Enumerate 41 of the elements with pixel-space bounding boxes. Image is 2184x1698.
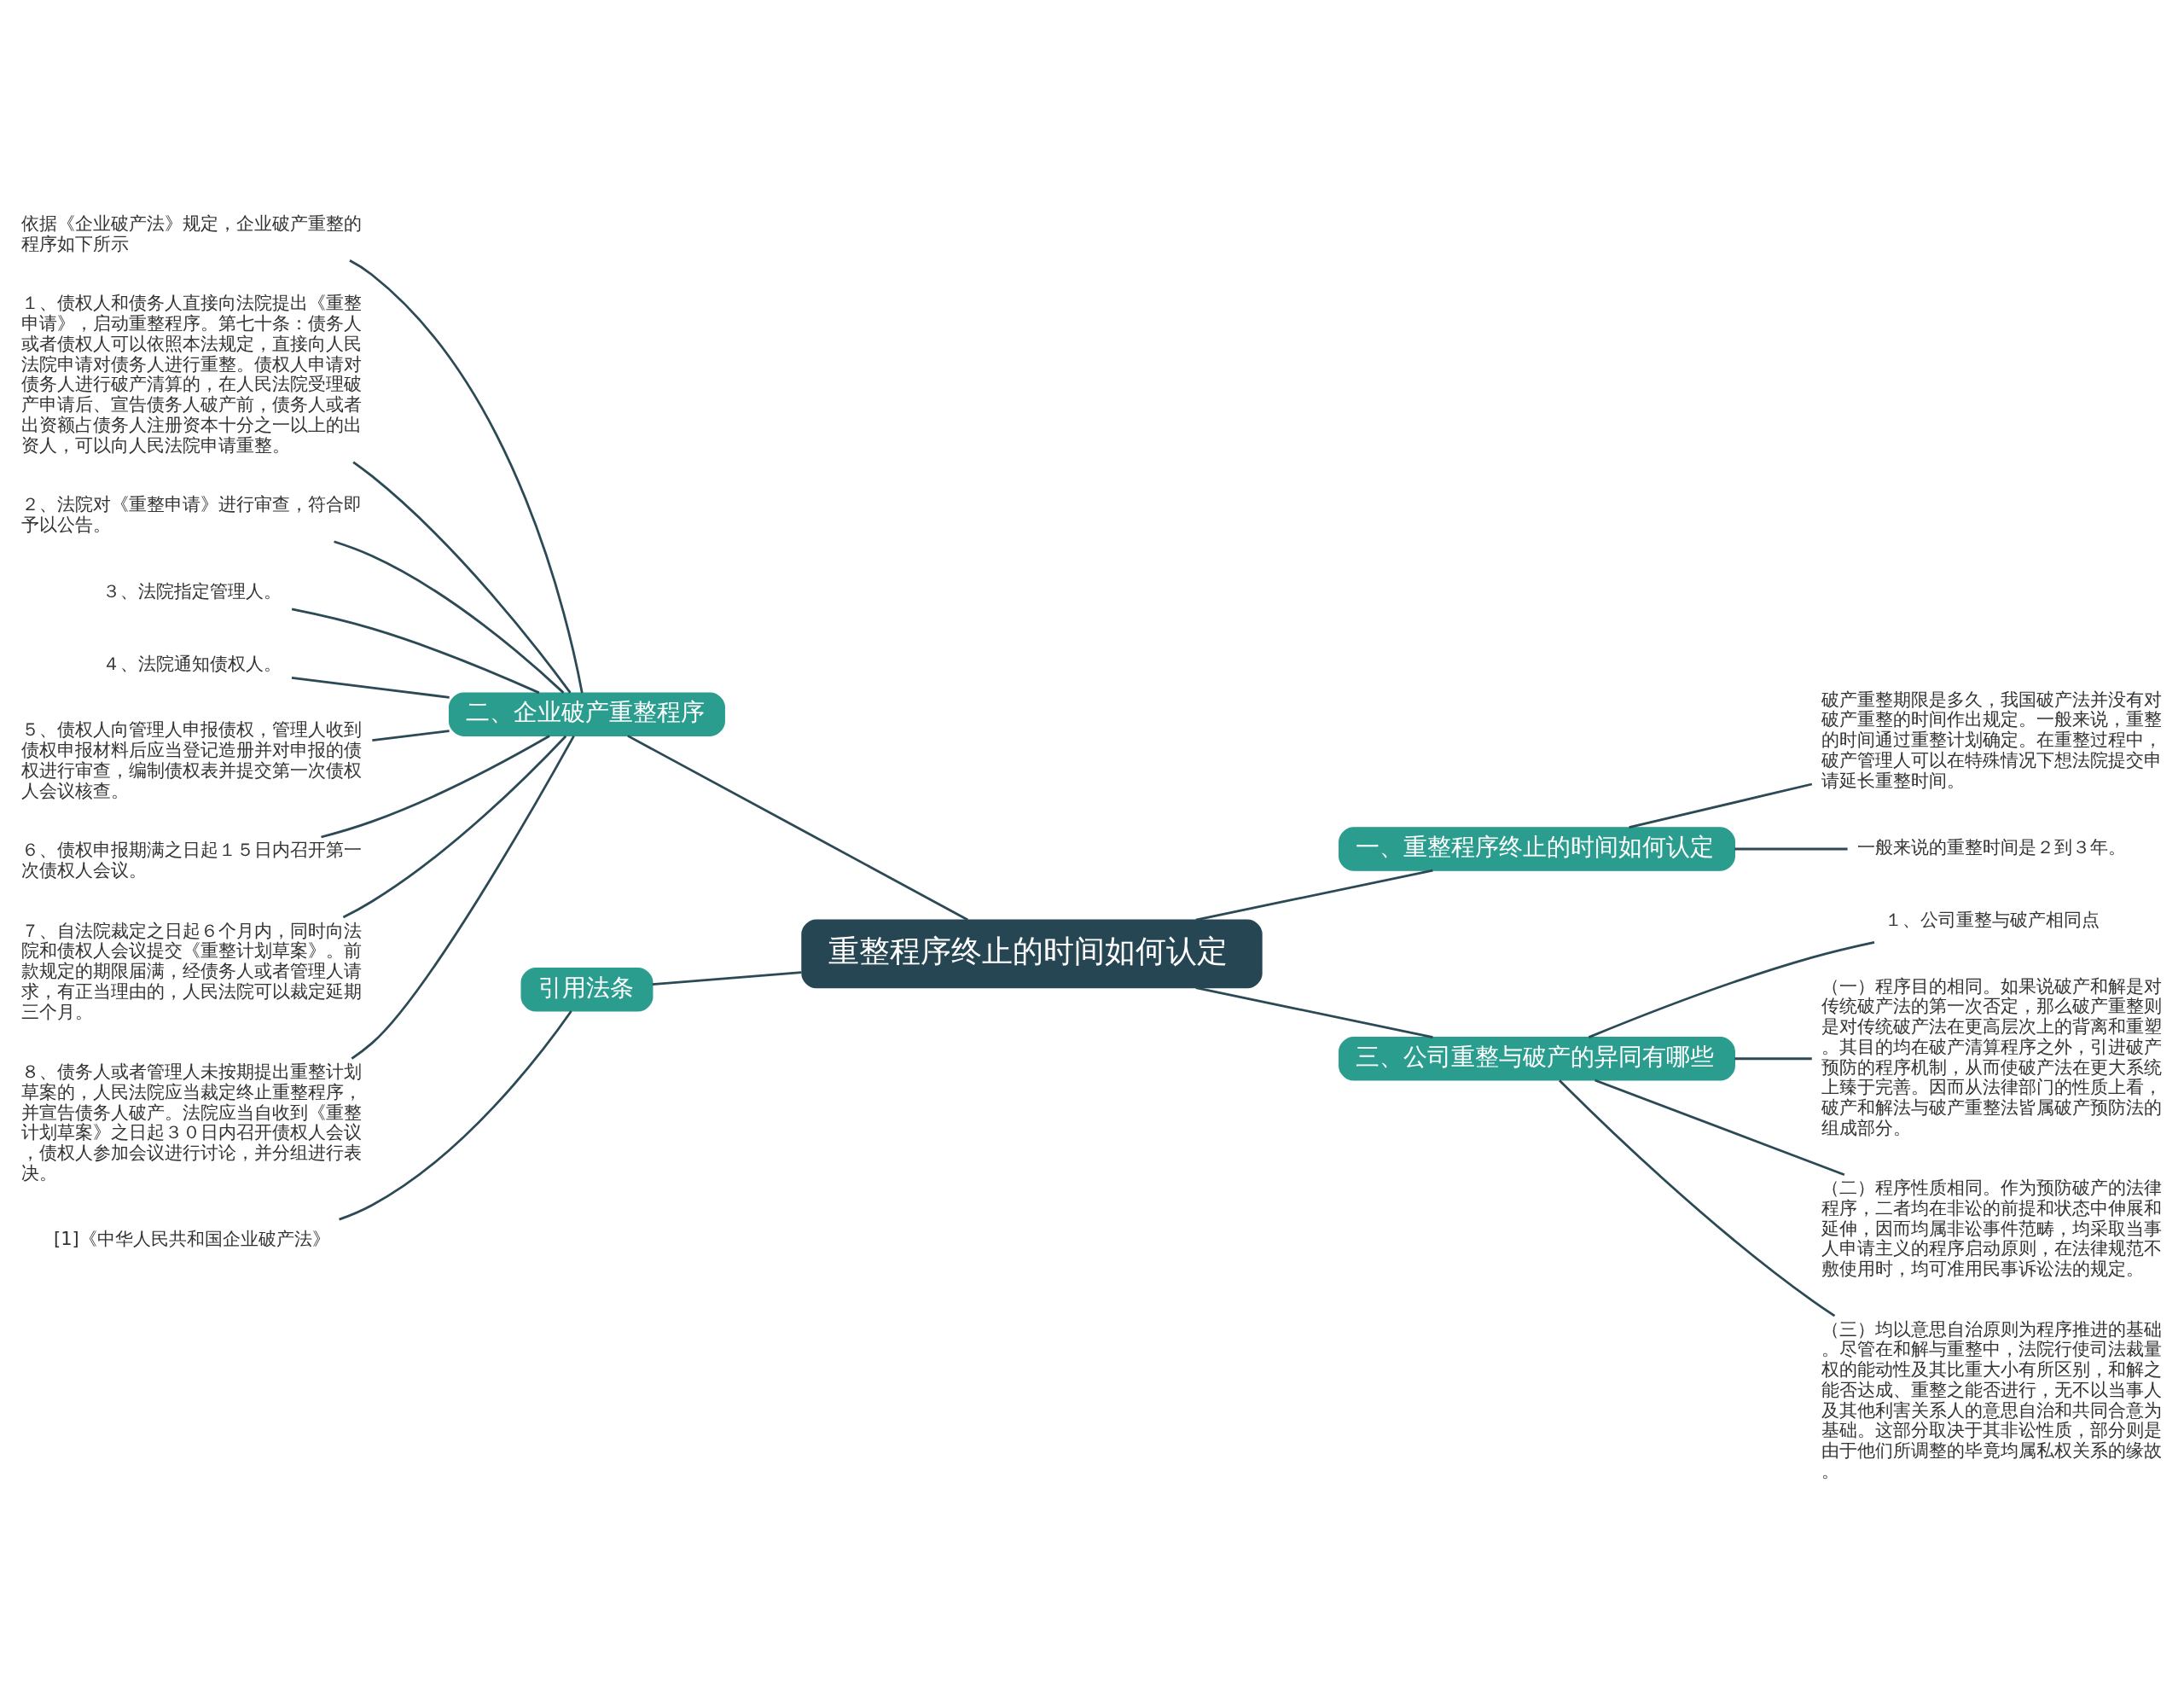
connector <box>349 259 584 694</box>
connector <box>342 735 567 919</box>
connector <box>1594 1079 1845 1177</box>
connector <box>334 540 565 694</box>
node-box: 二、企业破产重整程序 <box>449 692 725 737</box>
node-text: （二）程序性质相同。作为预防破产的法律程序，二者均在非讼的前提和状态中伸展和延伸，因而均属非讼事件范畴，均采取当事人申请主义的程序启动原则，在法律规范不敷使用时，均可准用民事诉讼法的规定。 <box>1821 1178 2163 1280</box>
node-text: 依据《企业破产法》规定，企业破产重整的程序如下所示 <box>21 212 363 254</box>
node-text: ７、自法院裁定之日起６个月内，同时向法院和债权人会议提交《重整计划草案》。前款规定的期限届满，经债务人或者管理人请求，有正当理由的，人民法院可以裁定延期三个月。 <box>21 920 363 1022</box>
node-box: 引用法条 <box>520 967 653 1012</box>
connector <box>1195 986 1433 1038</box>
connector <box>351 735 575 1060</box>
node-text: １、债权人和债务人直接向法院提出《重整申请》，启动重整程序。第七十条：债务人或者债权人可以依照本法规定，直接向人民法院申请对债务人进行重整。债权人申请对债务人进行破产清算的，在人民法院受理破产申请后、宣告债务人破产前，债务人或者出资额占债务人注册资本十分之一以上的出资人，可以向人民法院申请重整。 <box>21 293 363 456</box>
connector <box>291 608 540 695</box>
node-text: ３、法院指定管理人。 <box>102 580 282 602</box>
node-text: （三）均以意思自治原则为程序推进的基础。尽管在和解与重整中，法院行使司法裁量权的能动性及其比重大小有所区别，和解之能否达成、重整之能否进行，无不以当事人及其他利害关系人的意思自治和共同合意为基础。这部分取决于其非讼性质，部分则是由于他们所调整的毕竟均属私权关系的缘故。 <box>1821 1318 2163 1481</box>
node-text: 一般来说的重整时间是２到３年。 <box>1857 836 2127 858</box>
connector <box>1629 782 1813 829</box>
node-text: １、公司重整与破产相同点 <box>1884 910 2100 931</box>
node-text: ２、法院对《重整申请》进行审查，符合即予以公告。 <box>21 494 363 536</box>
connector <box>1195 869 1433 922</box>
connector <box>1559 1079 1836 1317</box>
connector <box>291 676 450 699</box>
connector <box>1588 940 1875 1038</box>
node-text: ４、法院通知债权人。 <box>102 653 282 674</box>
connector <box>652 971 802 986</box>
connector <box>372 730 450 741</box>
node-text: [1]《中华人民共和国企业破产法》 <box>54 1229 330 1250</box>
node-box: 三、公司重整与破产的异同有哪些 <box>1339 1036 1735 1081</box>
node-text: ５、债权人向管理人申报债权，管理人收到债权申报材料后应当登记造册并对申报的债权进行审查，编制债权表并提交第一次债权人会议核查。 <box>21 719 363 801</box>
connector <box>1734 1057 1812 1061</box>
node-text: ８、债务人或者管理人未按期提出重整计划草案的，人民法院应当裁定终止重整程序，并宣告债务人破产。法院应当自收到《重整计划草案》之日起３０日内召开债权人会议，债权人参加会议进行讨论，并分组进行表决。 <box>21 1061 363 1183</box>
node-box: 一、重整程序终止的时间如何认定 <box>1339 827 1735 871</box>
node-text: 破产重整期限是多久，我国破产法并没有对破产重整的时间作出规定。一般来说，重整的时间通过重整计划确定。在重整过程中，破产管理人可以在特殊情况下想法院提交申请延长重整时间。 <box>1821 689 2163 791</box>
connector <box>1734 847 1848 851</box>
connector <box>352 461 572 694</box>
connector <box>321 735 550 839</box>
node-box: 重整程序终止的时间如何认定 <box>801 919 1263 989</box>
node-text: （一）程序目的相同。如果说破产和解是对传统破产法的第一次否定，那么破产重整则是对传统破产法在更高层次上的背离和重塑。其目的均在破产清算程序之外，引进破产预防的程序机制，从而使破产法在更大系统上臻于完善。因而从法律部门的性质上看，破产和解法与破产重整法皆属破产预防法的组成部分。 <box>1821 975 2163 1138</box>
node-text: ６、债权申报期满之日起１５日内召开第一次债权人会议。 <box>21 840 363 881</box>
connector <box>627 735 968 922</box>
connector <box>339 1010 572 1221</box>
